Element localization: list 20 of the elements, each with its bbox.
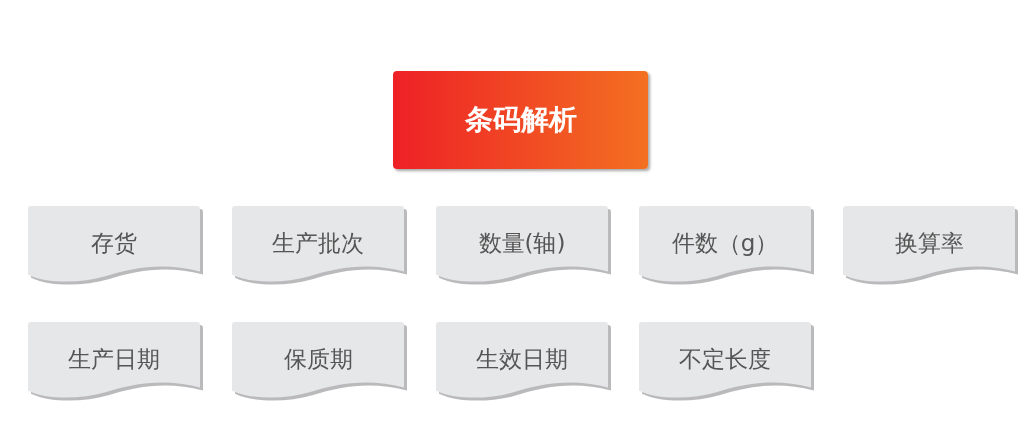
- document-box: [232, 322, 408, 404]
- node-label: 数量(轴): [477, 229, 567, 258]
- node-label: 不定长度: [678, 345, 772, 374]
- node-label: 换算率: [893, 229, 965, 258]
- node-label: 生产批次: [271, 229, 365, 258]
- document-box: [639, 206, 815, 288]
- document-box: [28, 322, 204, 404]
- node-label: 保质期: [282, 345, 354, 374]
- document-box: [28, 206, 204, 288]
- node-label: 件数（g）: [670, 229, 780, 258]
- node-label: 生产日期: [67, 345, 161, 374]
- node-label: 存货: [90, 229, 138, 258]
- document-box: [436, 206, 612, 288]
- document-box: [639, 322, 815, 404]
- document-box: [843, 206, 1019, 288]
- node-label: 条码解析: [464, 102, 577, 138]
- document-box: [436, 322, 612, 404]
- node-label: 生效日期: [475, 345, 569, 374]
- document-box: [232, 206, 408, 288]
- header-box: [393, 71, 648, 169]
